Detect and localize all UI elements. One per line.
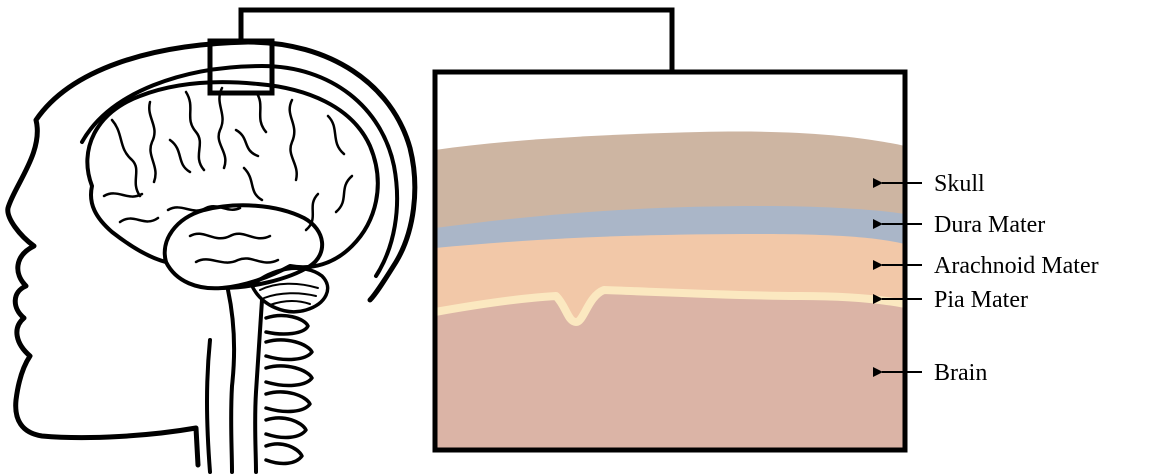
- arachnoid-label: Arachnoid Mater: [934, 253, 1099, 279]
- skull-label: Skull: [934, 171, 985, 197]
- label-arachnoid: Arachnoid Mater: [882, 253, 1099, 279]
- brain-outline: [87, 82, 377, 288]
- head-outline: [8, 42, 415, 465]
- neck-front: [207, 340, 210, 472]
- brain-label: Brain: [934, 360, 987, 386]
- callout-connector-line: [241, 10, 672, 72]
- vertebrae: [266, 316, 312, 464]
- cerebellum-folia: [260, 284, 318, 305]
- zoom-panel: [435, 72, 905, 460]
- pia-label: Pia Mater: [934, 287, 1028, 313]
- brain-layer: [435, 290, 905, 460]
- dura-label: Dura Mater: [934, 212, 1045, 238]
- temporal-lobe: [165, 205, 322, 288]
- brain-stem-back: [255, 300, 262, 472]
- brain-gyri: [104, 88, 352, 230]
- head-illustration: [8, 42, 415, 472]
- brain-stem: [228, 290, 234, 472]
